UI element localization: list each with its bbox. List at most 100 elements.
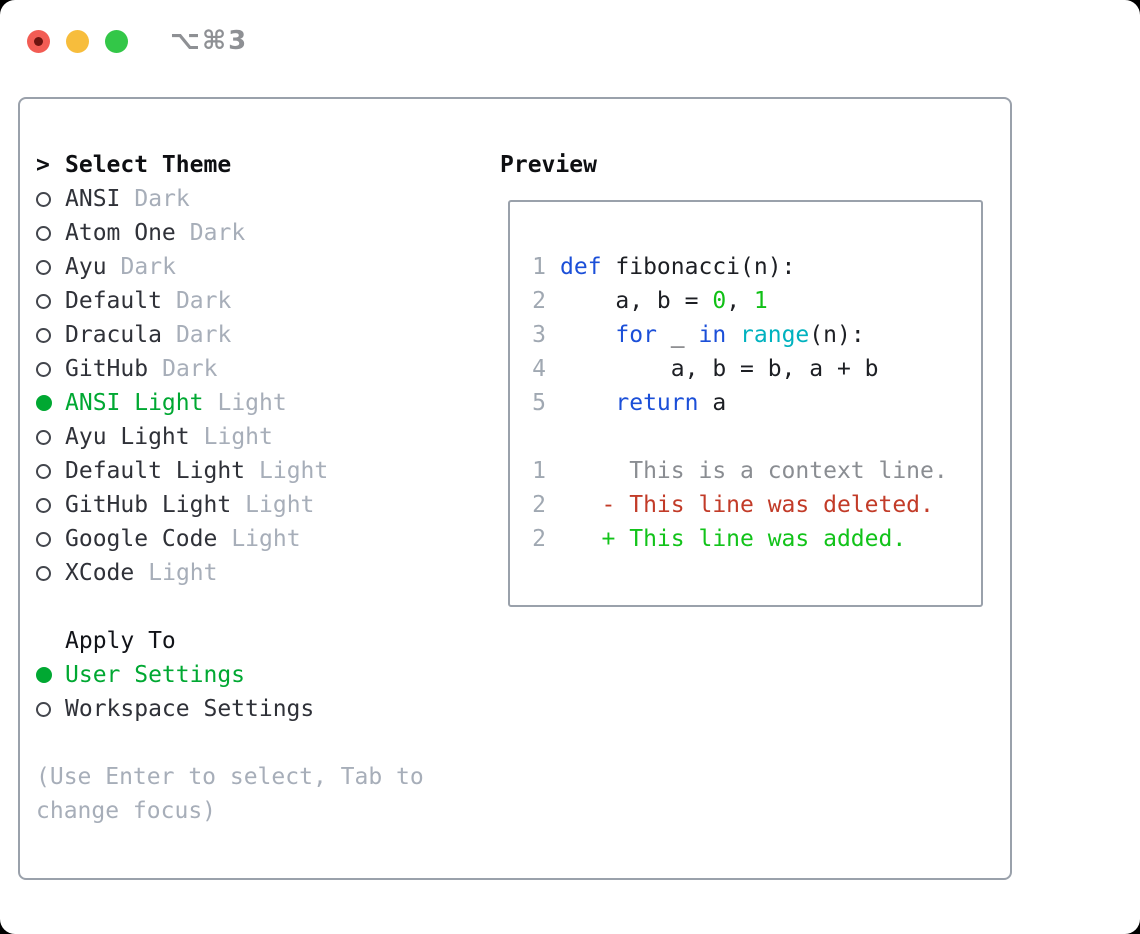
code-line: 2 + This line was added. (532, 522, 981, 556)
code-line: 4 a, b = b, a + b (532, 352, 981, 386)
code-token (726, 318, 740, 352)
code-line: 2 - This line was deleted. (532, 488, 981, 522)
code-line: 1 This is a context line. (532, 454, 981, 488)
line-number: 2 (532, 526, 546, 552)
line-number: 2 (532, 288, 546, 314)
theme-variant-label: Light (259, 458, 329, 484)
line-number: 3 (532, 322, 546, 348)
theme-variant-label: Dark (189, 220, 246, 246)
theme-variant-label: Dark (162, 356, 218, 382)
help-text-line-2: change focus) (36, 798, 217, 824)
titlebar: ⌥⌘3 (27, 26, 248, 56)
theme-option[interactable]: Atom One Dark (36, 216, 424, 250)
theme-variant-label: Light (217, 390, 287, 416)
window-title: ⌥⌘3 (170, 26, 249, 56)
theme-name: Dracula (65, 322, 162, 348)
radio-unselected-icon (36, 429, 51, 445)
apply-to-option[interactable]: User Settings (36, 658, 424, 692)
code-token: def (560, 254, 602, 280)
theme-name: Google Code (65, 526, 218, 552)
code-token: a (698, 390, 727, 416)
select-theme-header: > Select Theme (36, 148, 424, 182)
theme-variant-label: Dark (175, 288, 232, 314)
radio-unselected-icon (36, 225, 51, 241)
theme-variant-label: Light (245, 492, 315, 518)
radio-unselected-icon (36, 701, 51, 717)
zoom-button[interactable] (105, 29, 128, 53)
theme-option[interactable]: Default Light Light (36, 454, 424, 488)
theme-option[interactable]: ANSI Dark (36, 182, 424, 216)
close-dot-icon (34, 36, 43, 46)
radio-unselected-icon (36, 361, 51, 377)
code-line: 3 for _ in range(n): (532, 318, 981, 352)
code-token (560, 386, 615, 420)
radio-unselected-icon (36, 191, 51, 207)
select-theme-title: Select Theme (65, 152, 232, 178)
line-number: 5 (532, 390, 546, 416)
theme-variant-label: Dark (120, 254, 176, 280)
line-number: 1 (532, 458, 546, 484)
theme-option[interactable]: GitHub Dark (36, 352, 424, 386)
radio-unselected-icon (36, 463, 51, 479)
radio-unselected-icon (36, 293, 51, 309)
radio-unselected-icon (36, 531, 51, 547)
code-token: (n): (809, 322, 865, 348)
radio-selected-icon (36, 395, 52, 411)
apply-to-label: Workspace Settings (65, 696, 315, 722)
cursor-icon: > (36, 152, 50, 178)
apply-to-title: Apply To (65, 628, 176, 654)
theme-name: XCode (65, 560, 135, 586)
line-number: 2 (532, 492, 546, 518)
code-token: in (698, 322, 727, 348)
theme-option[interactable]: Dracula Dark (36, 318, 424, 352)
theme-name: Atom One (65, 220, 176, 246)
radio-unselected-icon (36, 259, 51, 275)
code-token: return (615, 390, 699, 416)
theme-variant-label: Light (148, 560, 218, 586)
code-token: a, b = (560, 288, 713, 314)
theme-name: Default (65, 288, 162, 314)
code-token: 1 (753, 288, 768, 314)
line-number (532, 420, 546, 454)
code-token: _ (656, 322, 699, 348)
theme-name: GitHub (65, 356, 149, 382)
theme-option[interactable]: Google Code Light (36, 522, 424, 556)
theme-name: Default Light (65, 458, 246, 484)
code-token: , (726, 288, 754, 314)
radio-unselected-icon (36, 327, 51, 343)
theme-variant-label: Dark (134, 186, 190, 212)
code-token: range (740, 322, 810, 348)
apply-to-header: Apply To (36, 624, 424, 658)
radio-selected-icon (36, 667, 52, 683)
code-line: 2 a, b = 0, 1 (532, 284, 981, 318)
line-number: 1 (532, 254, 546, 280)
theme-variant-label: Dark (175, 322, 232, 348)
close-button[interactable] (27, 29, 50, 53)
theme-name: ANSI (65, 186, 121, 212)
theme-option[interactable]: XCode Light (36, 556, 424, 590)
line-number: 4 (532, 356, 546, 382)
apply-to-option[interactable]: Workspace Settings (36, 692, 424, 726)
spacer (36, 726, 424, 760)
theme-option[interactable]: ANSI Light Light (36, 386, 424, 420)
code-token: - This line was deleted. (560, 492, 934, 518)
preview-title: Preview (500, 152, 597, 178)
code-token: for (615, 322, 657, 348)
theme-variant-label: Light (203, 424, 273, 450)
minimize-button[interactable] (66, 29, 89, 53)
help-text-line-1: (Use Enter to select, Tab to (36, 764, 424, 790)
theme-option[interactable]: Default Dark (36, 284, 424, 318)
theme-variant-label: Light (231, 526, 301, 552)
code-token: 0 (712, 288, 727, 314)
theme-name: ANSI Light (65, 390, 204, 416)
